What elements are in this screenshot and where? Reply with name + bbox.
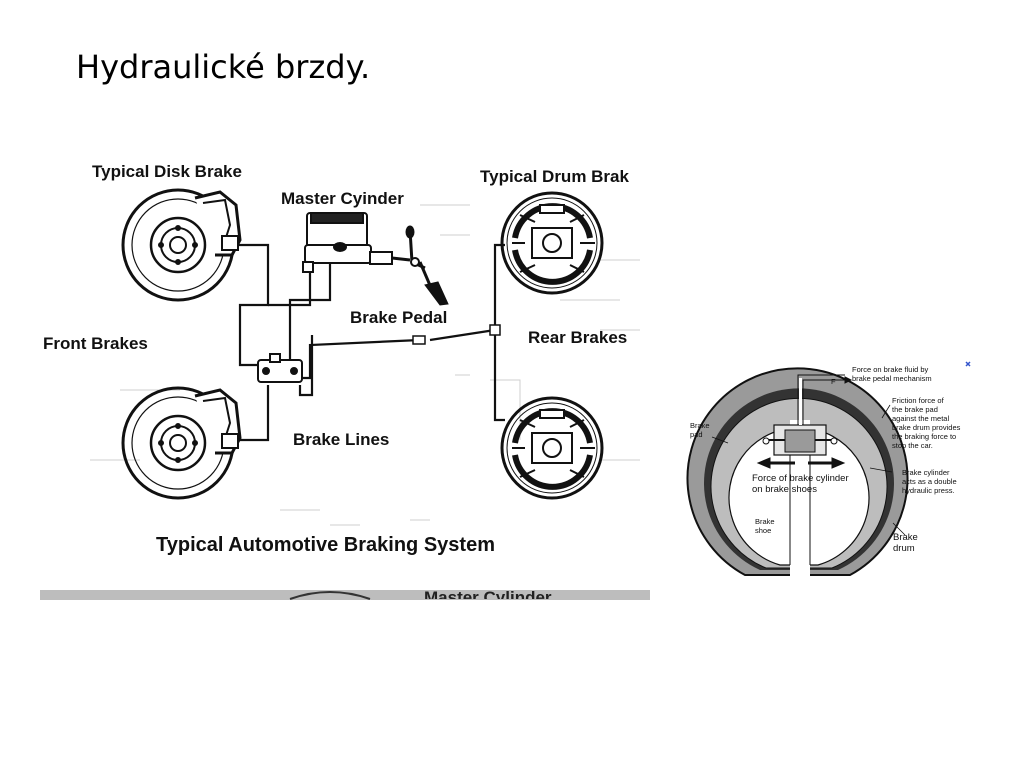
- label-brake-pedal: Brake Pedal: [350, 308, 448, 327]
- cropped-label: Master Cylinder: [424, 588, 552, 599]
- label-front-brakes: Front Brakes: [43, 334, 148, 353]
- label-cylinder-force: Force of brake cylinder on brake shoes: [752, 473, 849, 495]
- label-force-fluid: Force on brake fluid by brake pedal mech…: [852, 365, 932, 383]
- combination-valve: [257, 353, 303, 383]
- slide-title: Hydraulické brzdy.: [76, 48, 371, 86]
- cropped-band: [40, 590, 650, 600]
- scan-noise: [90, 204, 640, 526]
- line-fittings: [412, 324, 501, 345]
- label-f: F: [831, 377, 836, 386]
- brake-pedal: [405, 225, 449, 306]
- label-brake-drum: Brake drum: [893, 532, 918, 554]
- figure-caption: Typical Automotive Braking System: [156, 534, 495, 556]
- rear-drum-brake-top: [500, 191, 604, 295]
- label-friction: Friction force of the brake pad against …: [892, 396, 961, 450]
- brake-lines: [238, 243, 505, 442]
- corner-mark: [965, 361, 971, 367]
- label-brake-shoe: Brake shoe: [755, 517, 775, 535]
- drum-brake-drawing: [686, 361, 971, 580]
- label-master-cylinder: Master Cyinder: [281, 189, 404, 208]
- braking-system-drawing: [40, 188, 650, 600]
- brake-cylinder: [762, 374, 845, 456]
- label-brake-pad: Brake pad: [690, 421, 710, 439]
- cropped-label-text: Master Cylinder: [424, 588, 552, 599]
- label-drum-brake: Typical Drum Brak: [480, 167, 629, 186]
- leader-lines: [711, 404, 906, 536]
- label-disk-brake: Typical Disk Brake: [92, 162, 242, 181]
- label-brake-lines: Brake Lines: [293, 430, 390, 449]
- label-cylinder-press: Brake cylinder acts as a double hydrauli…: [902, 468, 957, 495]
- master-cylinder: [302, 212, 411, 273]
- front-disk-brake-bottom: [121, 386, 242, 500]
- label-rear-brakes: Rear Brakes: [528, 328, 628, 347]
- rear-drum-brake-bottom: [500, 396, 604, 500]
- front-disk-brake-top: [121, 188, 242, 302]
- force-arrows: [756, 376, 853, 469]
